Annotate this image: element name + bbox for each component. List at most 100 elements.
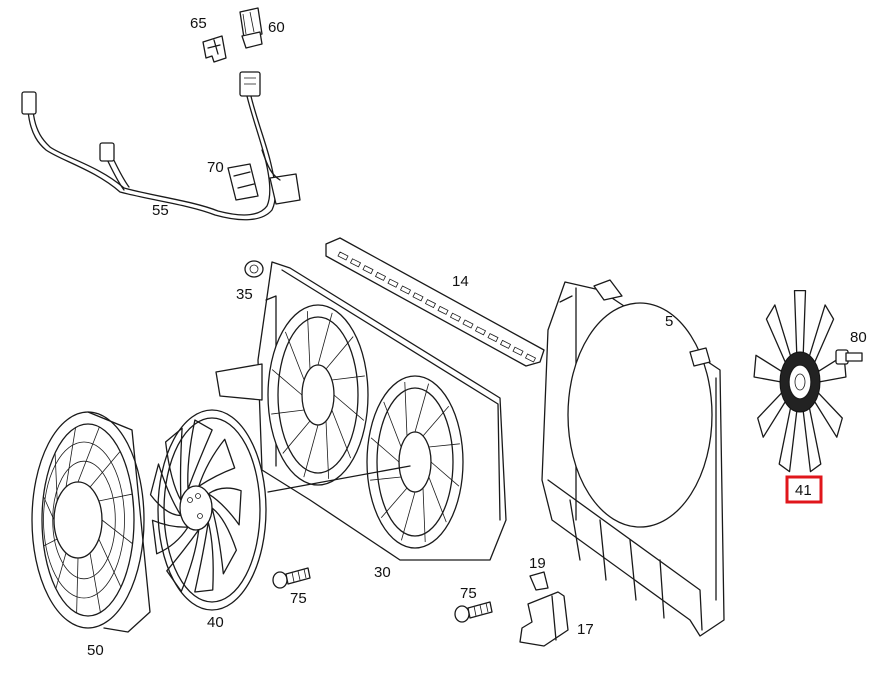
frame-spoke: [285, 331, 305, 381]
part-80-bolt[interactable]: [835, 349, 863, 365]
part-41-fan-wheel[interactable]: [753, 290, 847, 473]
seal-tooth: [437, 305, 449, 315]
seal-tooth: [487, 333, 499, 343]
seal-tooth: [387, 278, 399, 288]
part-70-bracket[interactable]: [227, 163, 259, 201]
guard-rib: [98, 538, 122, 588]
seal-tooth: [499, 339, 512, 349]
label-75-a: 75: [290, 590, 307, 607]
fan-blade: [802, 405, 822, 473]
seal-tooth: [524, 353, 537, 363]
seal-tooth: [462, 319, 474, 329]
fan-blade: [207, 487, 242, 526]
part-40-electric-fan[interactable]: [149, 409, 267, 611]
seal-tooth: [512, 346, 524, 356]
label-14: 14: [452, 273, 469, 290]
label-70: 70: [207, 159, 224, 176]
guard-ring: [52, 460, 116, 580]
guard-rib: [43, 496, 55, 521]
highlight-box: [785, 475, 823, 504]
fan-blade: [149, 463, 182, 517]
guard-rib: [76, 557, 79, 614]
label-60: 60: [268, 19, 285, 36]
seal-tooth: [399, 285, 412, 295]
frame-spoke: [380, 487, 408, 518]
label-75-b: 75: [460, 585, 477, 602]
part-65-bracket[interactable]: [202, 35, 227, 63]
part-35-grommet[interactable]: [244, 260, 264, 278]
part-60-relay[interactable]: [239, 7, 263, 49]
label-50: 50: [87, 642, 104, 659]
frame-spoke: [303, 424, 319, 478]
fan-blade: [757, 390, 787, 438]
seal-tooth: [337, 251, 349, 261]
frame-spoke: [331, 409, 351, 459]
part-30-fan-shroud-frame[interactable]: [215, 261, 507, 561]
guard-rib: [77, 426, 100, 483]
frame-spoke: [401, 491, 416, 541]
seal-tooth: [474, 326, 487, 336]
frame-spoke: [271, 409, 305, 415]
part-55-wiring-harness[interactable]: [21, 71, 301, 221]
part-75-screw-b[interactable]: [454, 601, 493, 623]
frame-spoke: [333, 394, 365, 421]
seal-tooth: [412, 292, 424, 302]
label-40: 40: [207, 614, 224, 631]
fan-blade: [211, 507, 238, 575]
guard-rib: [89, 552, 101, 613]
label-19: 19: [529, 555, 546, 572]
part-labels: 65 60 70 55 35 14 5 80 30 19 75 75 17 40…: [87, 15, 867, 659]
part-50-fan-guard[interactable]: [31, 411, 151, 633]
frame-spoke: [317, 312, 333, 366]
guard-ring: [43, 441, 125, 599]
label-80: 80: [850, 329, 867, 346]
frame-spoke: [428, 443, 460, 448]
fan-blade: [194, 521, 214, 593]
label-41: 41: [795, 482, 812, 499]
frame-spoke: [404, 382, 408, 437]
fan-blade: [164, 427, 183, 502]
seal-tooth: [362, 265, 374, 275]
fan-blade: [813, 390, 843, 438]
frame-spoke: [414, 383, 429, 433]
frame-spoke: [370, 476, 402, 481]
guard-rib: [89, 451, 121, 488]
part-5-fan-shroud[interactable]: [541, 279, 725, 637]
label-55: 55: [152, 202, 169, 219]
frame-spoke: [282, 420, 311, 454]
fan-blade: [808, 304, 835, 365]
fan-blade: [187, 419, 213, 490]
frame-spoke: [370, 437, 400, 463]
frame-spoke: [422, 406, 450, 437]
seal-tooth: [349, 258, 362, 268]
label-30: 30: [374, 564, 391, 581]
label-5: 5: [665, 313, 673, 330]
seal-tooth: [449, 312, 462, 322]
frame-spoke: [306, 311, 311, 370]
frame-spoke: [422, 487, 426, 542]
guard-rib: [98, 493, 133, 502]
part-17-bracket[interactable]: [519, 591, 569, 647]
frame-spoke: [428, 476, 447, 523]
frame-spoke: [430, 461, 460, 487]
label-41-highlight[interactable]: 41: [785, 475, 823, 504]
part-14-seal-strip[interactable]: [325, 237, 545, 367]
fan-blade: [793, 290, 807, 356]
fan-blade: [765, 304, 792, 365]
fan-blade: [198, 438, 236, 487]
guard-rib: [54, 452, 58, 502]
frame-spoke: [383, 401, 402, 448]
guard-rib: [65, 427, 76, 488]
seal-tooth: [424, 299, 437, 309]
frame-spoke: [271, 369, 303, 396]
fan-blade: [166, 529, 200, 593]
part-75-screw-a[interactable]: [272, 567, 311, 589]
frame-spoke: [325, 336, 354, 370]
part-19-clip[interactable]: [529, 571, 549, 591]
label-35: 35: [236, 286, 253, 303]
fan-blade: [151, 519, 189, 555]
seal-tooth: [374, 271, 387, 281]
frame-spoke: [325, 420, 330, 479]
label-65: 65: [190, 15, 207, 32]
